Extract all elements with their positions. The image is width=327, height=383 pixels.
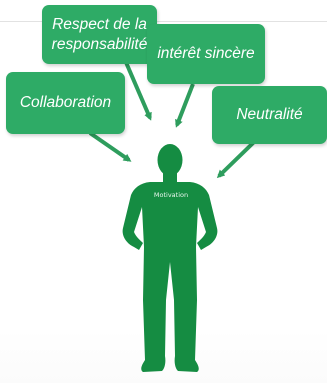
arrow-neutralite (216, 140, 256, 179)
neutralite-label: Neutralité (236, 106, 303, 123)
respect-responsabilite-label: Respect de la responsabilité (51, 15, 148, 53)
neutralite-box: Neutralité (212, 86, 327, 144)
arrow-collaboration (88, 131, 132, 162)
person-silhouette-icon (122, 144, 218, 372)
interet-sincere-box: intérêt sincère (147, 24, 265, 84)
collaboration-box: Collaboration (6, 72, 125, 134)
motivation-label: Motivation (153, 191, 189, 199)
arrow-interet (175, 83, 195, 128)
top-divider (0, 21, 327, 22)
collaboration-label: Collaboration (19, 94, 112, 111)
arrow-respect (123, 59, 152, 121)
respect-responsabilite-box: Respect de la responsabilité (42, 5, 157, 64)
interet-sincere-label: intérêt sincère (157, 45, 255, 62)
